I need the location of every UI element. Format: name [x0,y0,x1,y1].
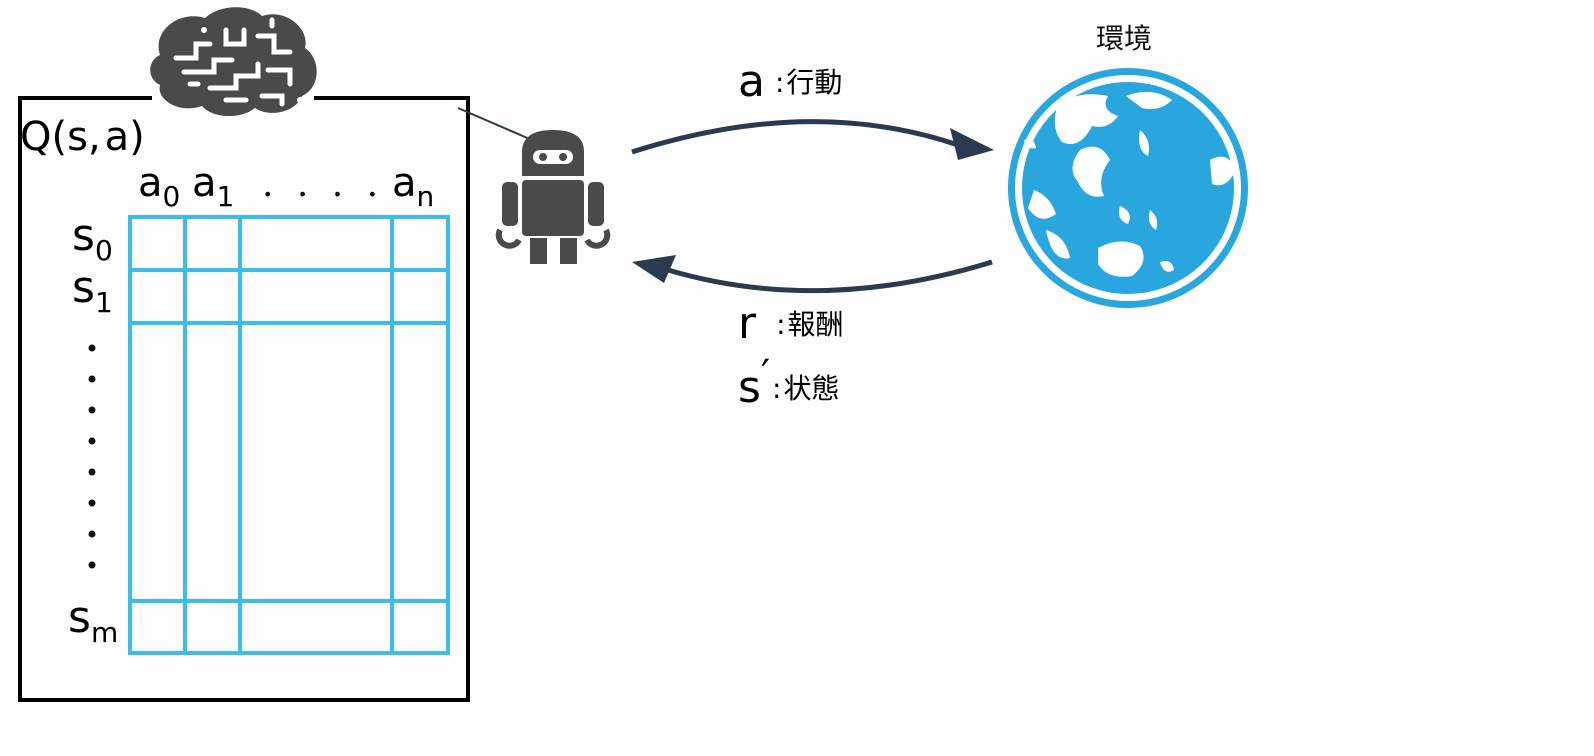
vertical-dot [88,406,96,414]
vertical-dot [88,468,96,476]
vertical-dot [88,437,96,445]
action-a1-label: a1 [192,160,234,213]
q-table-grid [128,215,450,655]
brain-icon [150,7,317,117]
state-vertical-dots [88,344,96,569]
robot-icon [495,130,611,264]
action-arrow-label: a:行動 [738,56,842,107]
state-arrow-label: s′:状態 [738,352,839,413]
reward-arrow-label: r:報酬 [738,298,844,349]
q-function-label: Q(s,a) [20,114,145,160]
q-table-frame [18,96,470,702]
state-sm-label: sm [68,592,118,649]
connector-line [457,107,533,141]
action-arrow [631,119,994,160]
vertical-dot [88,375,96,383]
vertical-dot [88,499,96,507]
environment-label: 環境 [1096,22,1152,55]
action-an-label: an [392,160,434,213]
state-s0-label: s0 [72,210,113,267]
feedback-arrow [632,255,993,294]
state-s1-label: s1 [72,262,113,319]
action-dots: . . . . [262,164,384,205]
action-a0-label: a0 [138,160,180,213]
globe-icon [1008,68,1248,308]
vertical-dot [88,344,96,352]
vertical-dot [88,561,96,569]
vertical-dot [88,530,96,538]
